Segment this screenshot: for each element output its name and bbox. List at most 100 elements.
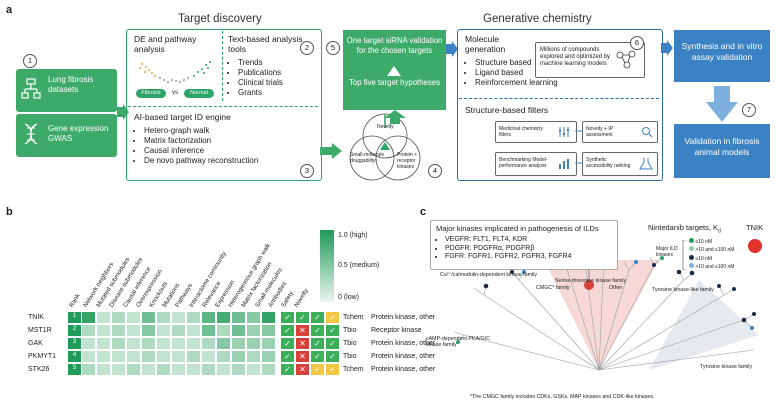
gene-expression-label: Gene expression GWAS (48, 124, 109, 143)
legend-high: 1.0 (high) (338, 232, 368, 239)
divider-horizontal (128, 106, 318, 107)
heatmap-cell (201, 363, 216, 376)
heatmap-cell (141, 324, 156, 337)
magnifier-icon (642, 127, 653, 138)
rank-cell: 3 (68, 338, 81, 349)
gene-name: PKMYT1 (28, 353, 57, 360)
benchmarking-filter: Benchmarking Model-performance analysis (495, 152, 577, 176)
heatmap-cell (246, 311, 261, 324)
heatmap-cell (216, 324, 231, 337)
heatmap-cell (216, 337, 231, 350)
heatmap-cell (201, 350, 216, 363)
venn-protein-label: Protein + receptor kinases (397, 152, 418, 170)
cross-icon: ✕ (295, 337, 310, 350)
heatmap-cell (261, 324, 276, 337)
heatmap-cell (96, 324, 111, 337)
structure-filters-title: Structure-based filters (465, 105, 549, 115)
check-icon: ✓ (280, 311, 295, 324)
step-1-badge: 1 (23, 54, 37, 68)
text-tools-list: Trends Publications Clinical trials Gran… (230, 58, 328, 98)
arrow-to-generative (446, 41, 458, 57)
divider-vertical (222, 31, 223, 101)
synthesis-box: Synthesis and in vitro assay validation (674, 30, 770, 82)
filter-arrow-1 (575, 130, 583, 132)
heatmap-cell (126, 350, 141, 363)
gene-name: STK26 (28, 366, 50, 373)
heatmap-cell (96, 311, 111, 324)
legend-gradient (320, 230, 334, 302)
target-class: Tbio (343, 353, 357, 360)
novelty-ip-filter: Novelty + IP assessment (582, 121, 658, 143)
heatmap-cell (96, 350, 111, 363)
panel-b-letter: b (6, 206, 13, 218)
step-6-badge: 6 (630, 36, 644, 50)
mol-item: Reinforcement learning (475, 78, 585, 88)
footnote: *The CMGC family includes CDKs, GSKs, MA… (470, 394, 655, 400)
vs-label: vs (172, 90, 178, 96)
major-kinases-title: Major kinases implicated in pathogenesis… (436, 224, 599, 233)
flask-icon (639, 158, 653, 170)
volcano-plot-graphic (139, 61, 211, 83)
kinase-item: FGFR: FGFR1, FGFR2, FGFR3, FGFR4 (445, 253, 623, 262)
benchmarking-text: Benchmarking Model-performance analysis (499, 157, 548, 169)
mol-item: Ligand based (475, 68, 585, 78)
text-item: Clinical trials (238, 78, 328, 88)
nintedanib-legend: ≤10 nM >10 and ≤100 nM ≤10 nM >10 and ≤1… (689, 238, 739, 274)
check-icon: ✓ (310, 350, 325, 363)
check-icon: ✓ (325, 324, 340, 337)
tnik-label: TNIK (746, 223, 764, 232)
arrow-venn-to-hypotheses (384, 110, 406, 124)
arrow-to-synthesis (661, 40, 673, 56)
check-icon: ✓ (325, 350, 340, 363)
heatmap-cell (81, 311, 96, 324)
cross-icon: ✕ (295, 350, 310, 363)
heatmap-cell (141, 337, 156, 350)
top-five-text: Top five target hypotheses (348, 78, 441, 87)
check-icon: ✓ (280, 363, 295, 376)
heatmap-cell (261, 311, 276, 324)
ai-item: Causal inference (144, 146, 284, 156)
heatmap-cell (156, 311, 171, 324)
venn-small-molecule-label: Small-molecule druggability (350, 152, 385, 164)
gen-divider (459, 98, 659, 99)
dna-icon (24, 123, 38, 145)
step-5-badge: 5 (326, 41, 340, 55)
ai-item: Hetero-graph walk (144, 126, 284, 136)
kinase-item: VEGFR: FLT1, FLT4, KDR (445, 236, 623, 245)
validation-text: Validation in fibrosis animal models (684, 136, 760, 157)
check-icon: ✓ (280, 324, 295, 337)
heatmap-cell (156, 350, 171, 363)
target-family: Protein kinase, other (371, 353, 436, 360)
check-icon: ✓ (310, 363, 325, 376)
nintedanib-title-text: Nintedanib targets, K (648, 223, 719, 232)
heatmap-cell (201, 311, 216, 324)
rank-cell: 2 (68, 325, 81, 336)
step-2-badge: 2 (300, 41, 314, 55)
text-item: Trends (238, 58, 328, 68)
heatmap-cell (81, 324, 96, 337)
synthetic-text: Synthetic accessibility ranking (586, 157, 631, 169)
up-arrow-icon (387, 66, 401, 76)
heatmap-cell (231, 311, 246, 324)
heatmap-cell (171, 350, 186, 363)
generative-chemistry-header: Generative chemistry (483, 13, 592, 25)
gene-name: TNIK (28, 314, 44, 321)
lung-fibrosis-label: Lung fibrosis datasets (48, 75, 94, 94)
heatmap-cell (156, 337, 171, 350)
step-3-badge: 3 (300, 164, 314, 178)
text-item: Grants (238, 88, 328, 98)
molecule-icon (616, 50, 636, 69)
major-ild-label: Major ILD kinases (656, 246, 678, 258)
med-chem-text: Medicinal chemistry filters (499, 126, 543, 138)
check-icon: ✓ (280, 350, 295, 363)
heatmap-cell (96, 337, 111, 350)
kinase-item: PDGFR: PDGFRα, PDGFRβ (445, 245, 623, 254)
validation-box: Validation in fibrosis animal models (674, 124, 770, 178)
legend-medium: 0.5 (medium) (338, 262, 380, 269)
rank-cell: 4 (68, 351, 81, 362)
rank-cell: 5 (68, 364, 81, 375)
